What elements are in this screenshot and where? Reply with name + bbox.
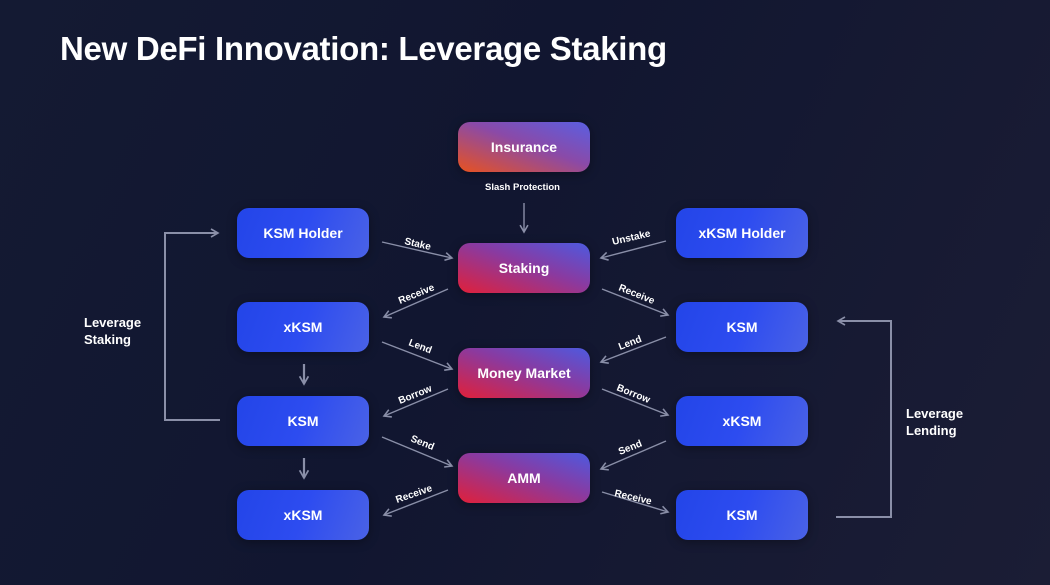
arrow-receive-staking-right bbox=[601, 288, 670, 317]
arrow-lend-left bbox=[381, 341, 454, 371]
arrow-unstake bbox=[599, 240, 667, 261]
edge-label-receive-amm-left: Receive bbox=[394, 483, 434, 506]
arrow-lend-right bbox=[599, 336, 667, 364]
edge-label-borrow-right: Borrow bbox=[615, 383, 652, 406]
arrow-borrow-left bbox=[382, 388, 449, 418]
node-right-ksm-1: KSM bbox=[676, 302, 808, 352]
loop-leverage-staking bbox=[164, 228, 220, 421]
edge-label-receive-staking-right: Receive bbox=[617, 283, 657, 308]
arrow-send-left bbox=[381, 436, 454, 468]
leverage-lending-label: Leverage Lending bbox=[906, 406, 964, 438]
loop-leverage-lending bbox=[836, 316, 892, 518]
edge-label-receive-amm-right: Receive bbox=[613, 488, 653, 507]
node-left-ksm: KSM bbox=[237, 396, 369, 446]
slash-protection-label: Slash Protection bbox=[485, 182, 560, 193]
arrow-receive-amm-left bbox=[382, 489, 449, 517]
node-right-ksm-2: KSM bbox=[676, 490, 808, 540]
arrow-stake bbox=[381, 241, 454, 262]
arrow-borrow-right bbox=[601, 388, 670, 417]
node-left-xksm-1: xKSM bbox=[237, 302, 369, 352]
node-money-market: Money Market bbox=[458, 348, 590, 398]
page-title: New DeFi Innovation: Leverage Staking bbox=[60, 30, 667, 67]
leverage-staking-label: Leverage Staking bbox=[84, 315, 142, 347]
arrow-receive-staking-left bbox=[382, 288, 449, 319]
node-ksm-holder: KSM Holder bbox=[237, 208, 369, 258]
edge-label-unstake: Unstake bbox=[611, 228, 652, 248]
arrow-send-right bbox=[599, 440, 667, 471]
edge-label-send-right: Send bbox=[617, 438, 644, 457]
node-staking: Staking bbox=[458, 243, 590, 293]
node-xksm-holder: xKSM Holder bbox=[676, 208, 808, 258]
node-left-xksm-2: xKSM bbox=[237, 490, 369, 540]
node-insurance: Insurance bbox=[458, 122, 590, 172]
arrow-receive-amm-right bbox=[601, 491, 670, 515]
node-amm: AMM bbox=[458, 453, 590, 503]
edge-label-lend-right: Lend bbox=[617, 334, 643, 353]
node-right-xksm: xKSM bbox=[676, 396, 808, 446]
